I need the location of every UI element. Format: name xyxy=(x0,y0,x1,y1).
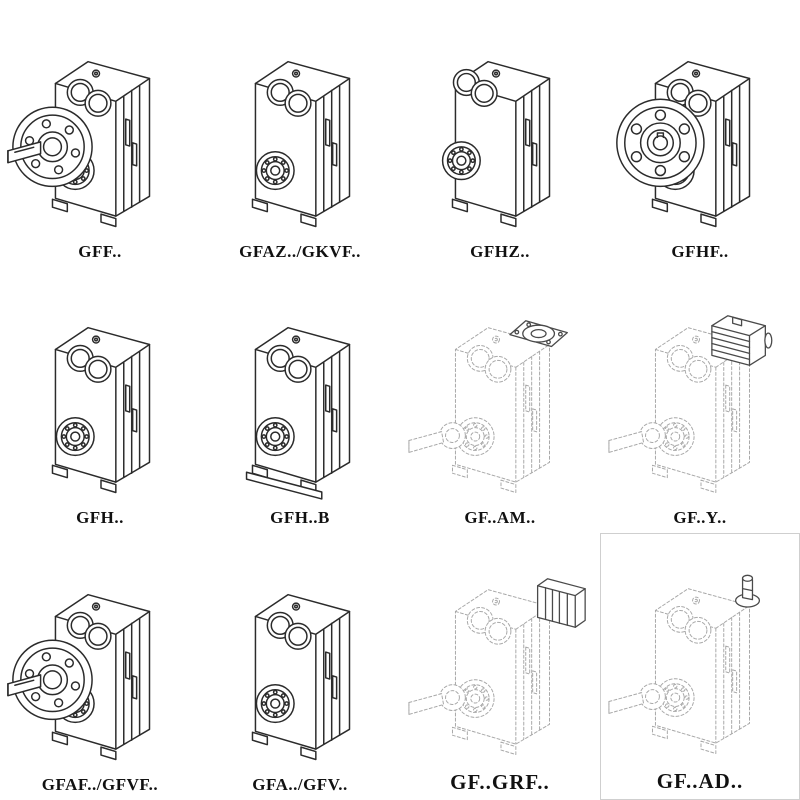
model-label: GFH..B xyxy=(270,508,330,527)
model-label: GF..AM.. xyxy=(464,508,536,527)
model-label: GFH.. xyxy=(76,508,124,527)
gearbox-cell-gfaf-gfvf: GFAF../GFVF.. xyxy=(0,533,200,800)
model-label: GFAZ../GKVF.. xyxy=(239,242,361,261)
gearbox-drawing-input-shaft-adapter-icon xyxy=(608,574,760,755)
model-label: GF..Y.. xyxy=(673,508,727,527)
gearbox-drawing-hollow-shaft-icon xyxy=(251,61,350,228)
gearbox-cell-gff: GFF.. xyxy=(0,0,200,267)
gearbox-cell-gfh: GFH.. xyxy=(0,267,200,533)
gearbox-drawing-foot-mounted-icon xyxy=(246,327,350,500)
gearbox-cell-gf-y: GF..Y.. xyxy=(600,267,800,533)
gearbox-drawing-output-flange-shaft-icon xyxy=(7,61,150,228)
gearbox-drawing-hollow-shaft-icon xyxy=(51,327,150,494)
gearbox-cell-gf-grf: GF..GRF.. xyxy=(400,533,600,800)
gearbox-drawing-motor-adapter-flange-icon xyxy=(408,320,568,494)
model-label: GF..GRF.. xyxy=(450,770,550,794)
model-label: GF..AD.. xyxy=(656,769,744,793)
gearbox-cell-gfh-b: GFH..B xyxy=(200,267,400,533)
gearbox-drawing-hollow-shaft-shrink-disc-icon xyxy=(442,61,550,228)
model-label: GFAF../GFVF.. xyxy=(41,775,159,794)
model-label: GFF.. xyxy=(78,242,122,261)
model-label: GFHF.. xyxy=(671,242,729,261)
gearbox-drawing-front-flange-icon xyxy=(616,61,750,228)
gearbox-drawing-hollow-shaft-icon xyxy=(251,594,350,761)
gearbox-cell-gf-am: GF..AM.. xyxy=(400,267,600,533)
gearbox-cell-gfhf: GFHF.. xyxy=(600,0,800,267)
gearbox-drawing-output-flange-shaft-icon xyxy=(7,594,150,761)
gearbox-cell-gfaz-gkvf: GFAZ../GKVF.. xyxy=(200,0,400,267)
gearbox-cell-gfa-gfv: GFA../GFV.. xyxy=(200,533,400,800)
gearbox-drawing-mounted-motor-icon xyxy=(608,315,773,494)
gearbox-cell-gfhz: GFHZ.. xyxy=(400,0,600,267)
gearbox-cell-gf-ad: GF..AD.. xyxy=(600,533,800,800)
gearbox-drawing-backstop-block-icon xyxy=(408,578,586,756)
model-label: GFHZ.. xyxy=(470,242,530,261)
model-label: GFA../GFV.. xyxy=(252,775,348,794)
